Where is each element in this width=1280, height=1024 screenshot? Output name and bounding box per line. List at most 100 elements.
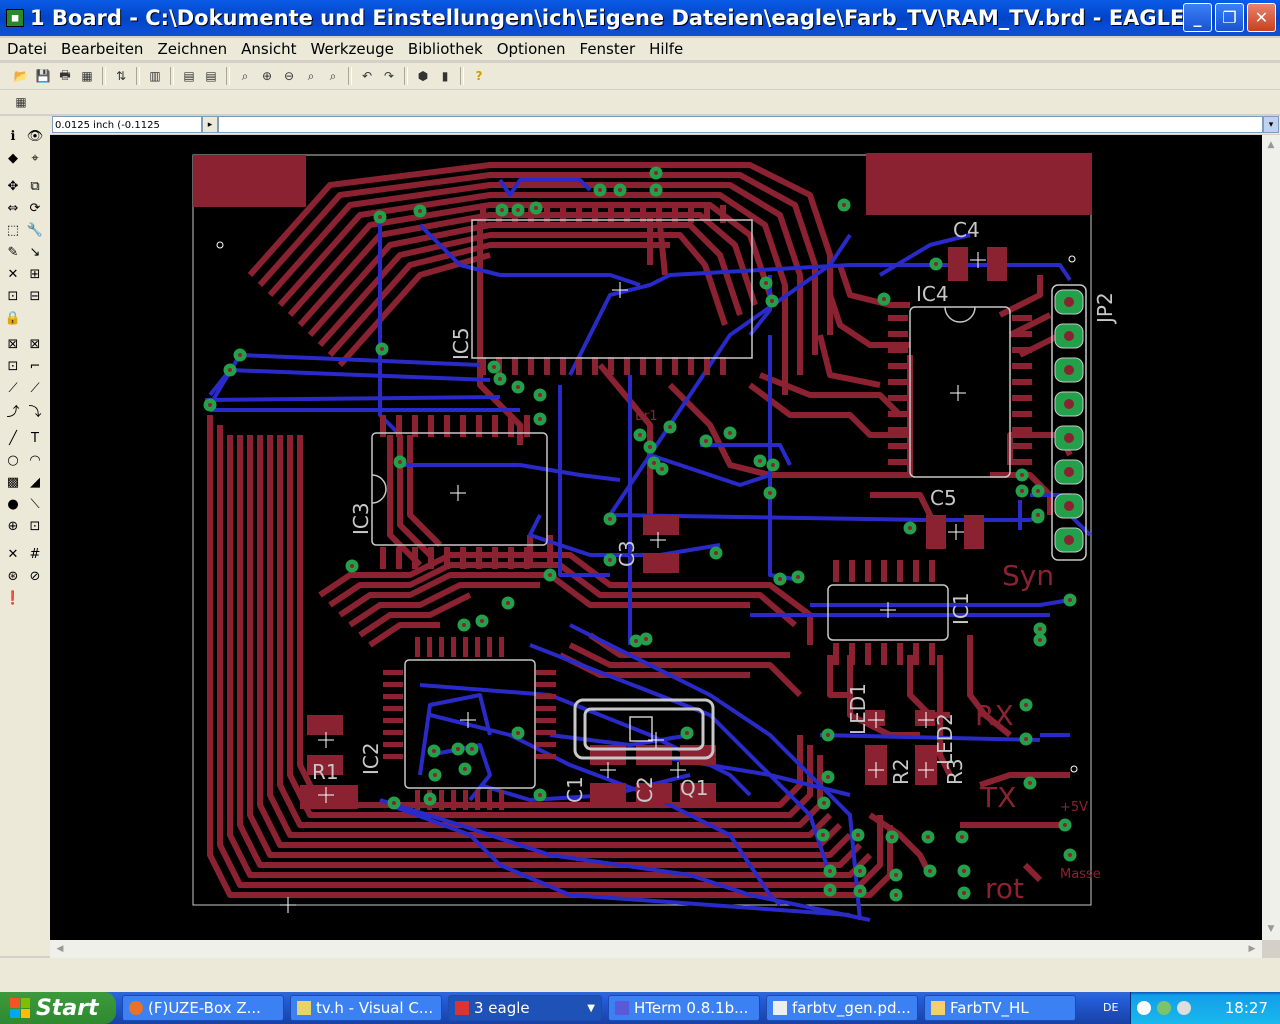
errors-icon[interactable]: ❗	[4, 590, 22, 606]
ratsnest-icon[interactable]: ✕	[7, 546, 19, 562]
language-indicator[interactable]: DE	[1103, 1001, 1119, 1014]
add-icon[interactable]: ⊞	[29, 266, 41, 282]
tray-app-icon[interactable]	[1177, 1001, 1191, 1015]
coordinate-dropdown[interactable]: ▸	[202, 116, 218, 133]
mirror-icon[interactable]: ⇔	[7, 200, 19, 216]
scroll-left-icon[interactable]: ◀	[56, 944, 64, 954]
maximize-button[interactable]: ❐	[1215, 3, 1244, 32]
zoom-out-icon[interactable]: ⊖	[283, 69, 295, 83]
route-icon[interactable]: ⟋	[8, 380, 18, 396]
eagle-app-icon[interactable]: ◼	[6, 9, 24, 27]
signal-icon[interactable]: ⤴	[6, 404, 20, 420]
menu-bibliothek[interactable]: Bibliothek	[407, 40, 483, 58]
hole-icon[interactable]: ⊕	[7, 518, 19, 534]
help-icon[interactable]: ?	[475, 69, 483, 83]
start-button[interactable]: Start	[0, 992, 116, 1024]
undo-icon[interactable]: ↶	[361, 69, 373, 83]
task-visual-studio[interactable]: tv.h - Visual C...	[290, 995, 442, 1021]
change-icon[interactable]: 🔧	[26, 222, 44, 238]
scroll-right-icon[interactable]: ▶	[1248, 944, 1256, 954]
horizontal-scrollbar[interactable]: ◀ ▶	[50, 940, 1262, 958]
name-icon[interactable]: ⊡	[7, 288, 19, 304]
task-firefox[interactable]: (F)UZE-Box Z...	[122, 995, 284, 1021]
title-bar[interactable]: ◼ 1 Board - C:\Dokumente und Einstellung…	[0, 0, 1280, 36]
grid-icon[interactable]: ▦	[15, 95, 27, 109]
print-icon[interactable]: 🖶	[59, 67, 71, 82]
scroll-down-icon[interactable]: ▼	[1267, 924, 1275, 934]
board-drawing[interactable]: C4 IC4 JP2 IC5 C5 IC3 C3 IC1 LED1 LED2 R…	[50, 135, 1262, 940]
close-button[interactable]: ✕	[1247, 3, 1276, 32]
via-drill	[647, 444, 653, 450]
circle-icon[interactable]: ○	[7, 452, 19, 468]
menu-zeichnen[interactable]: Zeichnen	[157, 40, 228, 58]
text-icon[interactable]: T	[31, 430, 39, 446]
zoom-select-icon[interactable]: ⌕	[329, 68, 337, 83]
menu-hilfe[interactable]: Hilfe	[649, 40, 684, 58]
autorouter-icon[interactable]: ⤵	[28, 404, 42, 420]
board-icon[interactable]: ▤	[183, 69, 195, 83]
miter-icon[interactable]: ⌐	[29, 358, 41, 374]
lock-icon[interactable]: 🔒	[4, 310, 22, 326]
move-icon[interactable]: ✥	[7, 178, 19, 194]
auto-icon[interactable]: #	[29, 546, 41, 562]
cam-icon[interactable]: ▦	[81, 69, 93, 83]
jp2-pads	[1054, 289, 1084, 553]
info-icon[interactable]: ℹ	[10, 128, 16, 144]
display-icon[interactable]: ◆	[8, 150, 18, 166]
polygon-icon[interactable]: ◢	[30, 474, 40, 490]
attribute-icon[interactable]: ⊡	[29, 518, 41, 534]
minimize-button[interactable]: _	[1183, 3, 1212, 32]
go-icon[interactable]: ▮	[441, 69, 449, 83]
menu-datei[interactable]: Datei	[7, 40, 48, 58]
paste-icon[interactable]: ✎	[7, 244, 19, 260]
redo-icon[interactable]: ↷	[383, 69, 395, 83]
rotate-icon[interactable]: ⟳	[29, 200, 41, 216]
zoom-redraw-icon[interactable]: ⌕	[307, 68, 315, 83]
cut-icon[interactable]: ✕	[7, 266, 19, 282]
signal-draw-icon[interactable]: ⟍	[30, 496, 40, 512]
menu-werkzeuge[interactable]: Werkzeuge	[310, 40, 394, 58]
split-icon[interactable]: ⊠	[29, 336, 41, 352]
board-canvas[interactable]: C4 IC4 JP2 IC5 C5 IC3 C3 IC1 LED1 LED2 R…	[50, 135, 1262, 940]
save-icon[interactable]: 💾	[35, 69, 51, 83]
group-dropdown-icon[interactable]: ▼	[587, 1002, 595, 1014]
copy-icon[interactable]: ⧉	[30, 178, 40, 194]
menu-ansicht[interactable]: Ansicht	[241, 40, 297, 58]
open-icon[interactable]: 📂	[13, 69, 29, 83]
task-pdf[interactable]: farbtv_gen.pd...	[766, 995, 918, 1021]
tray-expand-icon[interactable]	[1137, 1001, 1151, 1015]
rectangle-icon[interactable]: ▩	[6, 474, 20, 490]
menu-optionen[interactable]: Optionen	[496, 40, 566, 58]
smash-icon[interactable]: ⊠	[7, 336, 19, 352]
library-icon[interactable]: ▥	[149, 69, 161, 83]
menu-fenster[interactable]: Fenster	[579, 40, 636, 58]
tray-app-icon[interactable]	[1157, 1001, 1171, 1015]
optimize-icon[interactable]: ⊡	[7, 358, 19, 374]
menu-bearbeiten[interactable]: Bearbeiten	[61, 40, 144, 58]
task-folder[interactable]: FarbTV_HL	[924, 995, 1076, 1021]
erc-icon[interactable]: ⊛	[7, 568, 19, 584]
value-icon[interactable]: ⊟	[29, 288, 41, 304]
vertical-scrollbar[interactable]: ▲ ▼	[1262, 135, 1280, 940]
via-icon[interactable]: ●	[7, 496, 19, 512]
arc-icon[interactable]: ◠	[29, 452, 41, 468]
command-history-dropdown[interactable]: ▾	[1263, 116, 1279, 133]
ripup-icon[interactable]: ⟋	[30, 380, 40, 396]
schematic-icon[interactable]: ▤	[205, 69, 217, 83]
wire-icon[interactable]: ╱	[9, 430, 17, 446]
command-input[interactable]	[218, 116, 1263, 133]
task-hterm[interactable]: HTerm 0.8.1b...	[608, 995, 760, 1021]
zoom-in-icon[interactable]: ⊕	[261, 69, 273, 83]
group-icon[interactable]: ⬚	[6, 222, 20, 238]
show-icon[interactable]: 👁	[26, 128, 44, 144]
scroll-up-icon[interactable]: ▲	[1267, 140, 1275, 150]
task-eagle[interactable]: 3 eagle ▼	[448, 995, 602, 1021]
script-icon[interactable]: ⇅	[115, 69, 127, 83]
delete-icon[interactable]: ↘	[29, 244, 41, 260]
zoom-fit-icon[interactable]: ⌕	[241, 68, 249, 83]
stop-icon[interactable]: ⬢	[417, 69, 429, 83]
ic6-pad-b	[307, 755, 343, 775]
toolbar-separator	[460, 67, 464, 85]
mark-icon[interactable]: ⌖	[31, 150, 39, 166]
drc-icon[interactable]: ⊘	[29, 568, 41, 584]
